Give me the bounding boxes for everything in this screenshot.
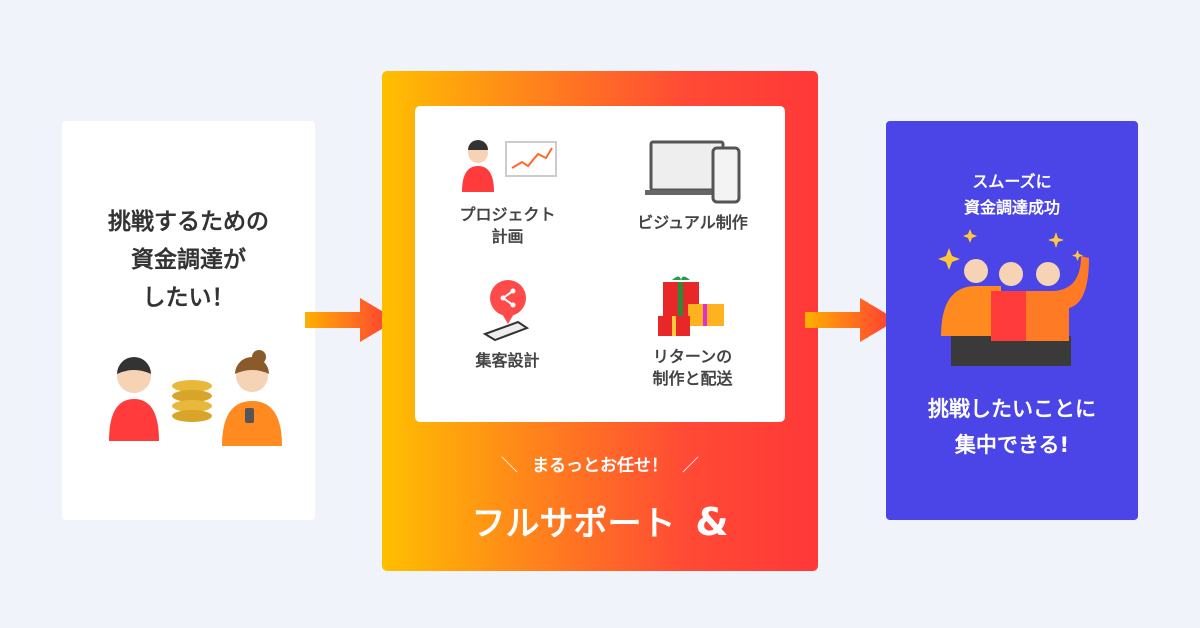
slash-decoration: ／ [682,456,699,476]
message-line: 挑戦したいことに [928,397,1096,421]
title-line: 挑戦するための [108,209,269,235]
subtitle-line: 資金調達成功 [963,198,1060,217]
laptop-phone-icon [644,140,740,204]
slash-decoration: ＼ [501,456,518,476]
headline-text: フルサポート [471,504,676,544]
title-line: したい！ [142,285,235,311]
tagline-text: まるっとお任せ！ [532,456,668,476]
service-label: ビジュアル制作 [637,213,748,232]
headline: フルサポート & [382,496,818,545]
title-line: 資金調達が [131,247,246,273]
subtitle-line: スムーズに [972,172,1052,191]
service-label: リターンの [652,347,733,366]
service-project-plan: プロジェクト 計画 [415,140,600,248]
success-subtitle: スムーズに 資金調達成功 [886,169,1138,221]
full-support-panel: プロジェクト 計画 ビジュアル制作 集客設計 [382,71,818,571]
arrow-right-icon [305,298,397,342]
people-coins-illustration [109,350,282,446]
service-rewards: リターンの 制作と配送 [600,274,785,390]
team-celebration-illustration [938,229,1089,366]
share-pin-icon [482,280,529,342]
gift-icon [657,276,724,336]
arrow-right-icon [805,298,897,342]
person-chart-icon [461,140,557,192]
left-panel-title: 挑戦するための 資金調達が したい！ [62,203,315,317]
message-line: 集中できる! [954,433,1070,457]
service-marketing: 集客設計 [415,278,600,372]
service-label: 制作と配送 [652,369,733,388]
success-message: 挑戦したいことに 集中できる! [886,391,1138,463]
service-label: 集客設計 [475,351,540,370]
tagline: ＼ まるっとお任せ！ ／ [382,451,818,476]
brand-logo: & [695,500,729,544]
service-visual: ビジュアル制作 [600,140,785,234]
success-panel: スムーズに 資金調達成功 挑戦したいことに 集中できる! [886,121,1138,520]
left-panel: 挑戦するための 資金調達が したい！ [62,121,315,520]
service-label: プロジェクト [459,205,556,224]
services-card: プロジェクト 計画 ビジュアル制作 集客設計 [415,106,785,422]
service-label: 計画 [491,227,524,246]
